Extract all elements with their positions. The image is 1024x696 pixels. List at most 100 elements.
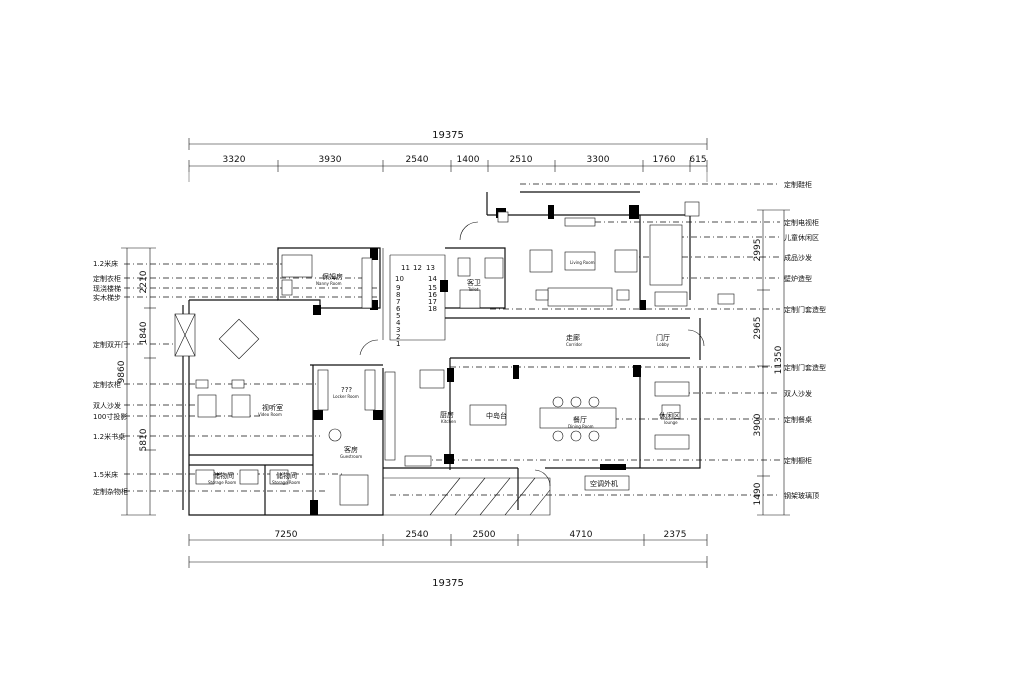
ann-right-1: 定制鞋柜 xyxy=(784,180,812,189)
ann-right-6: 定制门套造型 xyxy=(784,305,826,314)
ann-left-11: 定制杂物柜 xyxy=(93,487,128,496)
ann-right-3: 儿童休闲区 xyxy=(784,233,819,242)
stair-step: 18 xyxy=(428,305,437,313)
room-storage1-label: 储物间 xyxy=(213,471,234,480)
stair-step: 10 xyxy=(395,275,404,283)
ann-right-5: 壁炉造型 xyxy=(784,274,812,283)
stair-numbers: 11 12 13 10 9 8 7 6 5 4 3 2 1 14 15 16 1… xyxy=(395,264,437,348)
stair-step: 12 xyxy=(413,264,422,272)
stair-step: 17 xyxy=(428,298,437,306)
bottom-dim-4: 4710 xyxy=(570,530,593,540)
ann-left-3: 现浇楼梯 xyxy=(93,284,121,293)
ann-left-9: 1.2米书桌 xyxy=(93,432,125,441)
room-dining-en: Dining Room xyxy=(568,424,594,429)
stair-step: 5 xyxy=(396,312,400,320)
right-dim-1: 2995 xyxy=(753,239,763,262)
ann-right-9: 定制餐桌 xyxy=(784,415,812,424)
top-dim-2: 3930 xyxy=(319,155,342,165)
bottom-dimension-chain: 7250 2540 2500 4710 2375 19375 xyxy=(188,530,708,589)
ann-left-8: 100寸投影 xyxy=(93,412,127,421)
bottom-dim-5: 2375 xyxy=(664,530,687,540)
room-nanny-en: Nanny Room xyxy=(316,281,342,286)
stair-step: 2 xyxy=(396,333,400,341)
ann-left-1: 1.2米床 xyxy=(93,259,118,268)
room-storage2-label: 储物间 xyxy=(276,471,297,480)
room-lounge-label: 休闲区 xyxy=(659,411,680,420)
ann-left-6: 定制衣柜 xyxy=(93,380,121,389)
ann-right-2: 定制电视柜 xyxy=(784,218,819,227)
stair-step: 7 xyxy=(396,298,400,306)
ann-right-10: 定制橱柜 xyxy=(784,456,812,465)
stair-step: 8 xyxy=(396,291,400,299)
stair-step: 16 xyxy=(428,291,437,299)
right-dim-3: 11350 xyxy=(774,345,784,374)
room-lobby-en: Lobby xyxy=(657,342,670,347)
bottom-dim-3: 2500 xyxy=(473,530,496,540)
top-dim-4: 1400 xyxy=(457,155,480,165)
top-dimension-chain: 19375 3320 3930 2540 1400 2510 3300 1760… xyxy=(188,130,708,182)
ann-left-2: 定制衣柜 xyxy=(93,274,121,283)
room-corridor-label: 走廊 xyxy=(566,333,580,342)
room-storage2-en: Storage Room xyxy=(272,480,300,485)
stair-step: 3 xyxy=(396,326,400,334)
room-lobby-label: 门厅 xyxy=(656,333,670,342)
left-dimension-chain: 2210 1840 9860 5810 xyxy=(117,247,156,516)
room-storage1-en: Storage Room xyxy=(208,480,236,485)
stair-step: 4 xyxy=(396,319,401,327)
room-lounge-en: lounge xyxy=(664,420,678,425)
top-dim-6: 3300 xyxy=(587,155,610,165)
stair-step: 11 xyxy=(401,264,410,272)
room-video-en: Video Room xyxy=(258,412,282,417)
bottom-dim-1: 7250 xyxy=(275,530,298,540)
top-dim-5: 2510 xyxy=(510,155,533,165)
room-video-label: 视听室 xyxy=(262,403,283,412)
ann-right-7: 定制门套造型 xyxy=(784,363,826,372)
room-living-en: Living Room xyxy=(570,260,595,265)
room-guest-label: 客房 xyxy=(344,445,358,454)
ann-left-5: 定制双开门 xyxy=(93,340,128,349)
ann-right-4: 成品沙发 xyxy=(784,253,812,262)
ann-right-11: 钢架玻璃顶 xyxy=(784,491,819,500)
right-annotations: 定制鞋柜 定制电视柜 儿童休闲区 成品沙发 壁炉造型 定制门套造型 定制门套造型… xyxy=(390,180,826,500)
stair-step: 14 xyxy=(428,275,437,283)
furniture xyxy=(174,201,735,506)
bottom-dim-2: 2540 xyxy=(406,530,429,540)
room-locker-en: Locker Room xyxy=(333,394,359,399)
ann-left-4: 实木梯步 xyxy=(93,293,121,302)
bottom-total-dimension: 19375 xyxy=(432,578,464,589)
top-dim-1: 3320 xyxy=(223,155,246,165)
left-annotations: 1.2米床 定制衣柜 现浇楼梯 实木梯步 定制双开门 定制衣柜 双人沙发 100… xyxy=(93,259,380,496)
stair-step: 15 xyxy=(428,284,437,292)
right-dim-2: 2965 xyxy=(753,317,763,340)
top-dim-3: 2540 xyxy=(406,155,429,165)
room-toilet-en: Toilet xyxy=(467,287,479,292)
right-dim-4: 3900 xyxy=(753,413,763,436)
ann-left-7: 双人沙发 xyxy=(93,401,121,410)
kitchen-island-label: 中岛台 xyxy=(486,411,507,420)
top-dim-8: 615 xyxy=(689,155,706,165)
right-dim-5: 1490 xyxy=(753,482,763,505)
stair-step: 1 xyxy=(396,340,400,348)
left-dim-2: 1840 xyxy=(139,321,149,344)
room-kitchen-en: Kitchen xyxy=(441,419,456,424)
left-dim-3: 9860 xyxy=(117,360,127,383)
room-kitchen-label: 厨房 xyxy=(440,410,454,419)
room-guest-en: Guestroom xyxy=(340,454,362,459)
room-nanny-label: 保姆房 xyxy=(322,272,343,281)
room-labels: 保姆房 Nanny Room ??? Locker Room 视听室 Video… xyxy=(208,260,680,488)
stair-step: 6 xyxy=(396,305,401,313)
top-total-dimension: 19375 xyxy=(432,130,464,141)
stair-step: 13 xyxy=(426,264,435,272)
ann-left-10: 1.5米床 xyxy=(93,470,118,479)
top-dim-7: 1760 xyxy=(653,155,676,165)
room-toilet-label: 客卫 xyxy=(467,278,481,287)
ann-right-8: 双人沙发 xyxy=(784,389,812,398)
left-dim-4: 5810 xyxy=(139,428,149,451)
right-dimension-chain: 2995 2965 11350 3900 1490 xyxy=(753,209,790,516)
ac-unit-label: 空调外机 xyxy=(590,479,618,488)
room-dining-label: 餐厅 xyxy=(573,415,587,424)
left-dim-1: 2210 xyxy=(139,270,149,293)
room-locker-label: ??? xyxy=(341,386,352,394)
stair-step: 9 xyxy=(396,284,400,292)
